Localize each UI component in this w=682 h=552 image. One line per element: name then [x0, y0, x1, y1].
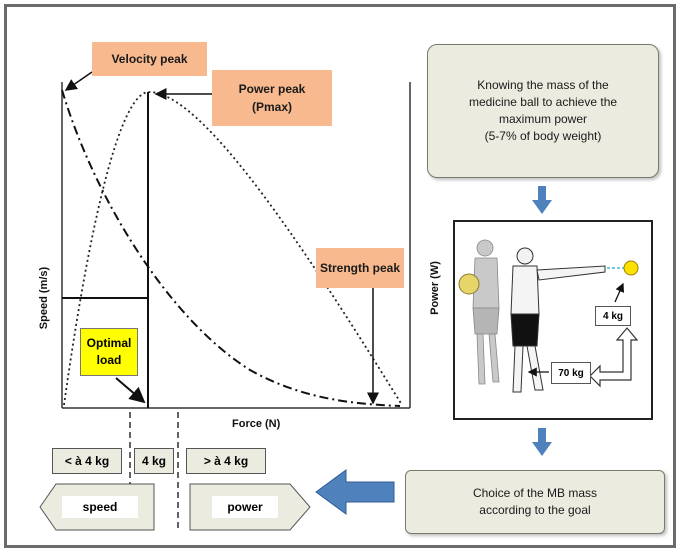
optimal-load-label: Optimal load — [80, 328, 138, 376]
x-axis-label: Force (N) — [232, 418, 281, 430]
optimal-load-subtext: load — [96, 353, 122, 367]
velocity-peak-label: Velocity peak — [92, 42, 207, 76]
velocity-peak-arrow — [64, 71, 93, 91]
load-less-box: < à 4 kg — [52, 448, 122, 474]
callout-line-3: maximum power — [498, 112, 588, 126]
athlete-throw-image — [458, 239, 639, 393]
y-axis-left-label: Speed (m/s) — [38, 266, 50, 330]
power-peak-subtext: (Pmax) — [251, 100, 292, 114]
strength-peak-text: Strength peak — [319, 261, 400, 275]
down-arrow-top — [532, 186, 552, 214]
speed-goal-text: speed — [82, 500, 118, 514]
optimal-load-arrow — [115, 377, 146, 404]
power-peak-text: Power peak — [238, 82, 306, 96]
force-velocity-curve — [61, 89, 401, 407]
throw-illustration: 4 kg 70 kg — [453, 220, 653, 420]
load-equal-box: 4 kg — [134, 448, 174, 474]
optimal-load-text: Optimal — [86, 336, 132, 351]
choice-left-arrow — [315, 469, 395, 515]
callout-line-1: Knowing the mass of the — [477, 78, 609, 93]
power-goal-label: power — [212, 496, 278, 518]
power-goal-text: power — [227, 500, 263, 514]
choice-line-1: Choice of the MB mass — [472, 486, 598, 501]
mass-knowledge-callout: Knowing the mass of the medicine ball to… — [427, 44, 659, 178]
down-arrow-bottom — [532, 428, 552, 456]
power-curve — [63, 91, 403, 406]
load-less-text: < à 4 kg — [64, 454, 110, 468]
y-axis-right-label: Power (W) — [429, 261, 441, 315]
callout-line-4: (5-7% of body weight) — [484, 128, 602, 143]
choice-line-2: according to the goal — [479, 503, 591, 517]
load-equal-text: 4 kg — [141, 454, 166, 468]
power-peak-label: Power peak (Pmax) — [212, 70, 332, 126]
velocity-peak-text: Velocity peak — [111, 52, 188, 66]
ball-mass-label: 4 kg — [595, 306, 631, 326]
load-more-box: > à 4 kg — [186, 448, 266, 474]
body-mass-label: 70 kg — [551, 362, 591, 384]
body-mass-text: 70 kg — [558, 367, 584, 379]
ball-mass-text: 4 kg — [602, 310, 623, 322]
speed-goal-label: speed — [62, 496, 138, 518]
callout-line-2: medicine ball to achieve the — [468, 95, 618, 110]
mass-choice-callout: Choice of the MB mass according to the g… — [405, 470, 665, 534]
strength-peak-label: Strength peak — [316, 248, 404, 288]
load-more-text: > à 4 kg — [203, 454, 249, 468]
